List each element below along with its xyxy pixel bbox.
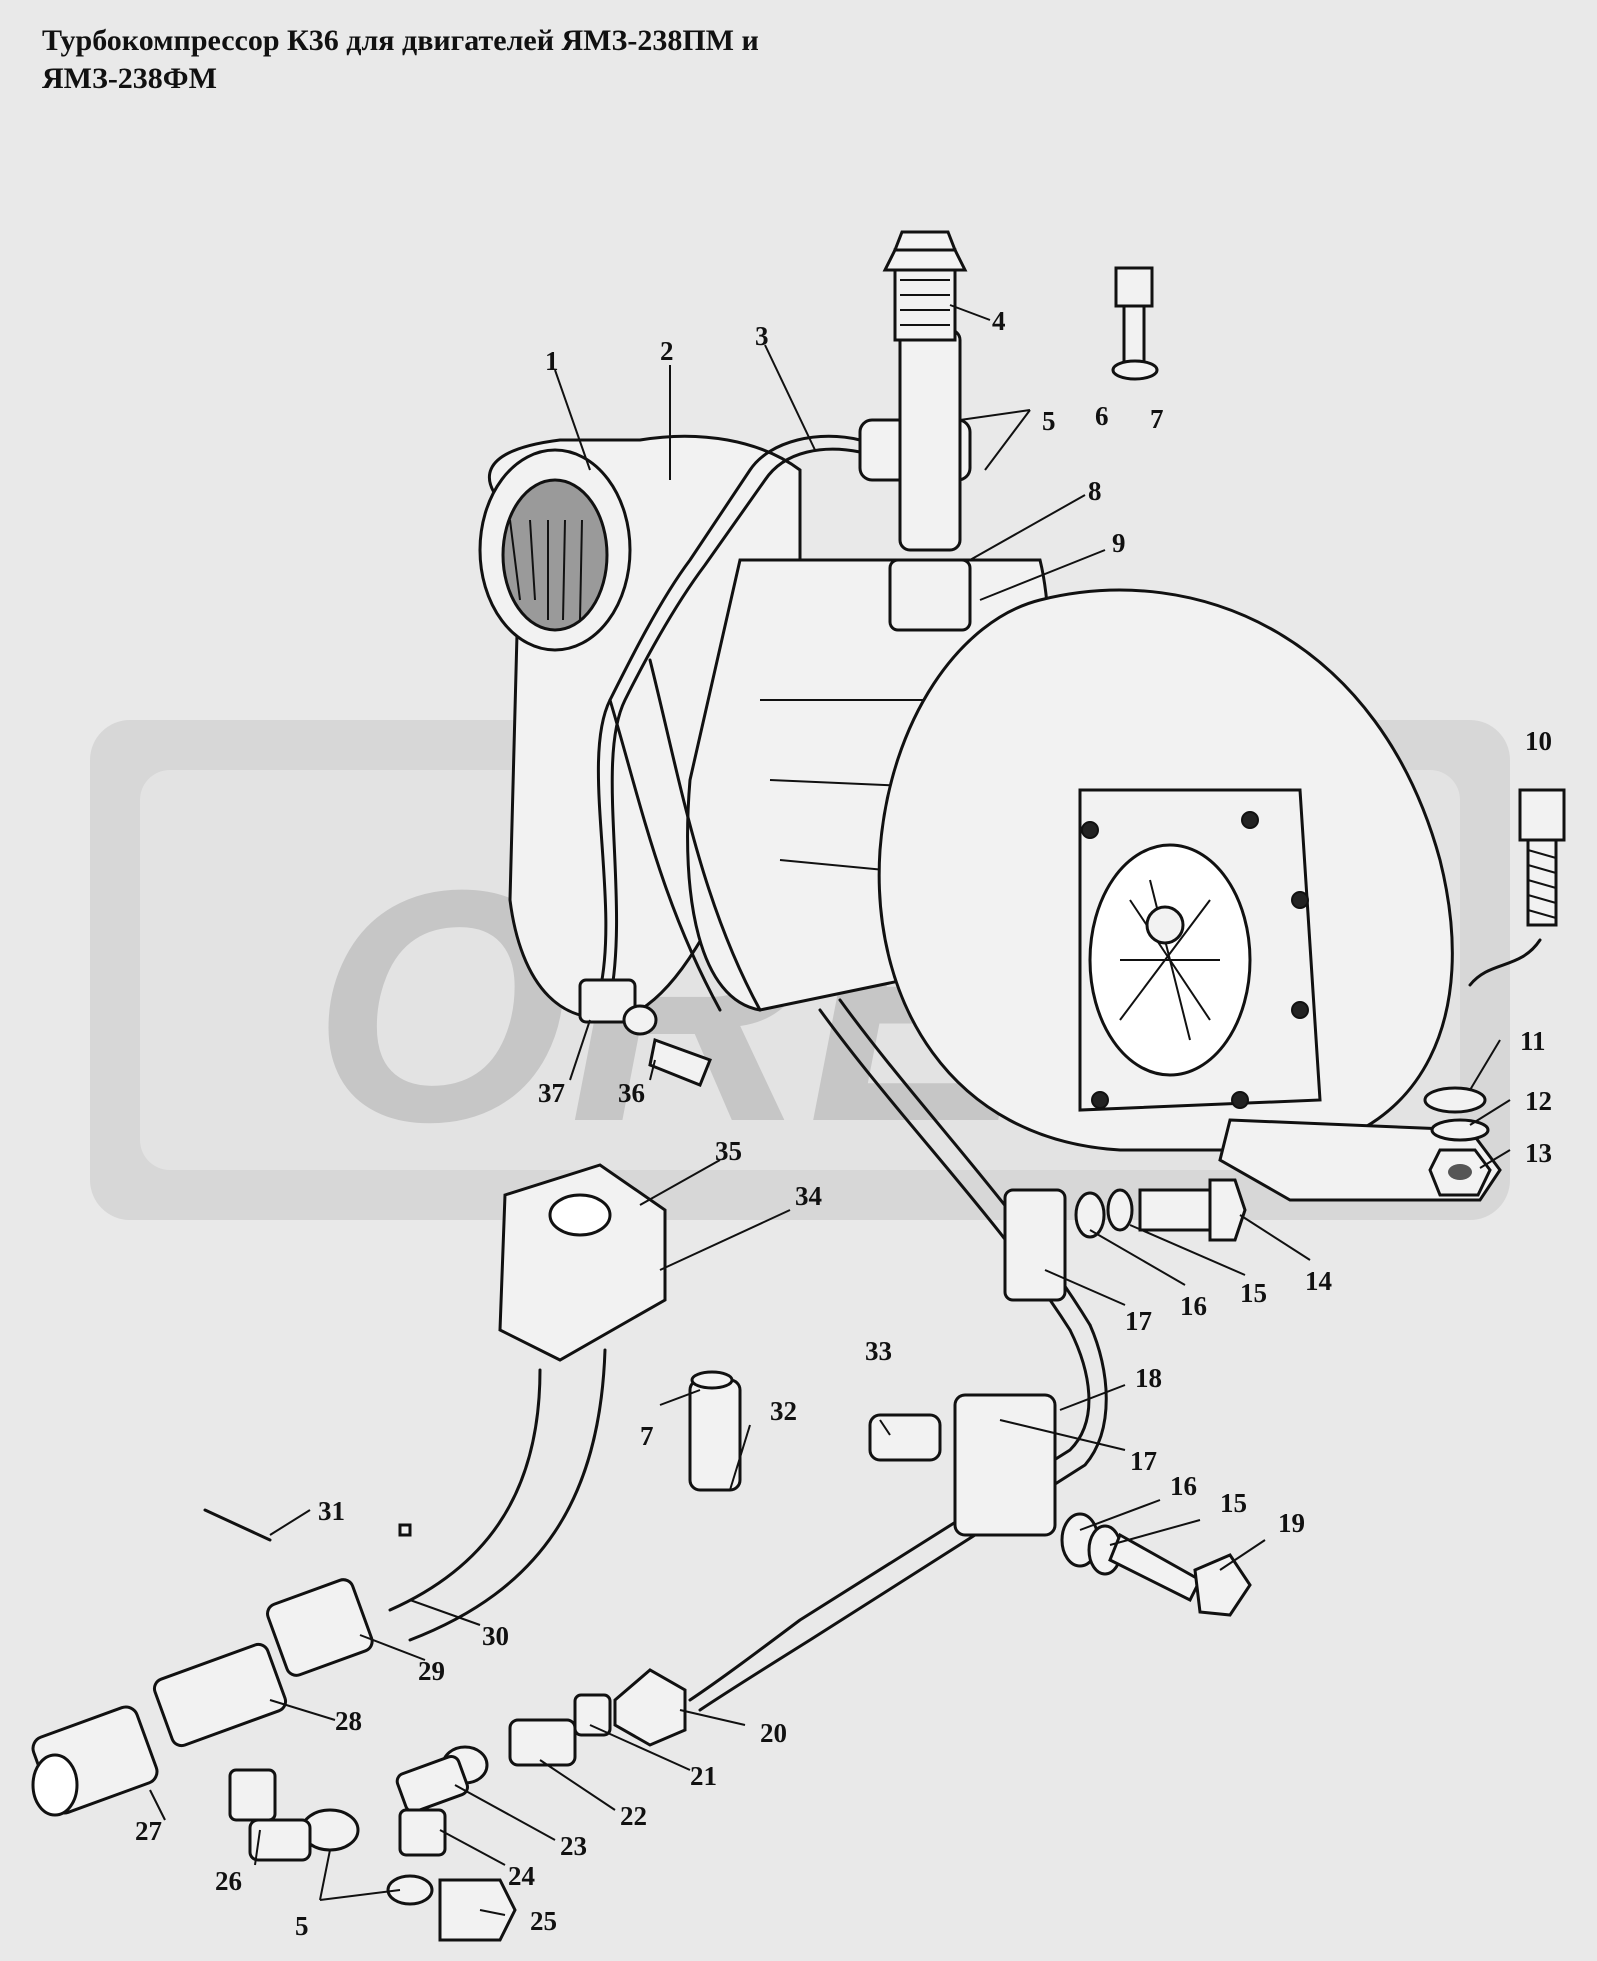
callout-22: 22 [620,1801,647,1831]
callout-35: 35 [715,1136,742,1166]
callout-4: 4 [992,306,1006,336]
callout-9: 9 [1112,528,1126,558]
callout-21: 21 [690,1761,717,1791]
callout-34: 34 [795,1181,822,1211]
callout-33: 33 [865,1336,892,1366]
callout-25: 25 [530,1906,557,1936]
callout-15-bottom: 15 [1220,1488,1247,1518]
page-title: Турбокомпрессор К36 для двигателей ЯМЗ-2… [42,22,759,98]
drain-tube-left [31,1163,742,1817]
callout-29: 29 [418,1656,445,1686]
callout-7-bottom: 7 [640,1421,654,1451]
bolt-10 [1468,788,1566,987]
callout-37: 37 [538,1078,565,1108]
callout-24: 24 [508,1861,535,1891]
callout-11: 11 [1520,1026,1546,1056]
callout-10: 10 [1525,726,1552,756]
oil-feed-tube [596,230,972,1002]
callout-31: 31 [318,1496,345,1526]
callout-17-top: 17 [1125,1306,1152,1336]
callout-5-top: 5 [1042,406,1056,436]
callout-8: 8 [1088,476,1102,506]
callout-27: 27 [135,1816,162,1846]
callout-23: 23 [560,1831,587,1861]
callout-2: 2 [660,336,674,366]
callout-15-top: 15 [1240,1278,1267,1308]
bolts-36-37 [578,978,712,1087]
callout-7-top: 7 [1150,404,1164,434]
callout-6: 6 [1095,401,1109,431]
flange-fasteners [1423,1086,1492,1197]
callout-labels: 1 2 3 4 5 6 7 8 9 10 11 12 13 14 15 16 1… [135,306,1552,1941]
callout-17-bottom: 17 [1130,1446,1157,1476]
callout-16-top: 16 [1180,1291,1207,1321]
callout-3: 3 [755,321,769,351]
drain-tube-right [688,998,1252,1712]
callout-32: 32 [770,1396,797,1426]
callout-30: 30 [482,1621,509,1651]
callout-28: 28 [335,1706,362,1736]
callout-12: 12 [1525,1086,1552,1116]
callout-16-bottom: 16 [1170,1471,1197,1501]
leader-lines [149,304,1511,1916]
bolt-6 [1111,266,1159,381]
callout-18: 18 [1135,1363,1162,1393]
callout-14: 14 [1305,1266,1332,1296]
callout-36: 36 [618,1078,645,1108]
callout-5-bottom: 5 [295,1911,309,1941]
title-line-1: Турбокомпрессор К36 для двигателей ЯМЗ-2… [42,24,759,57]
turbine-housing [877,588,1502,1202]
callout-1: 1 [545,346,559,376]
callout-19: 19 [1278,1508,1305,1538]
title-line-2: ЯМЗ-238ФМ [42,62,217,95]
callout-26: 26 [215,1866,242,1896]
drain-fittings-bottom [228,1668,687,1942]
callout-13: 13 [1525,1138,1552,1168]
callout-20: 20 [760,1718,787,1748]
